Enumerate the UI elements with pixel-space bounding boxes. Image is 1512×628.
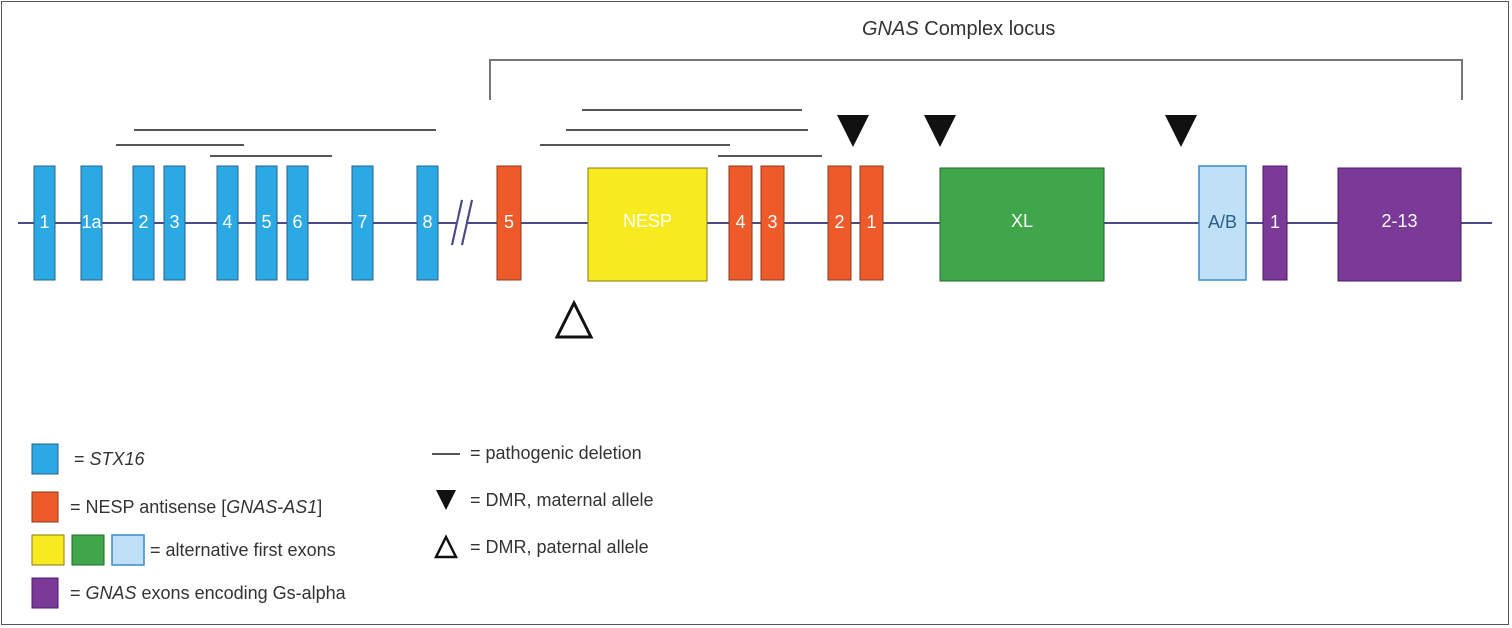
legend-swatch-xl [71, 534, 105, 566]
legend-swatch-stx16 [31, 443, 59, 475]
stx16-exon [286, 165, 309, 281]
stx16-exon [80, 165, 103, 281]
gnas-exon [1337, 167, 1462, 282]
stx16-exon [216, 165, 239, 281]
gnas-exon-label: 2-13 [1381, 211, 1418, 231]
nesp-antisense-exon [760, 165, 785, 281]
stx16-exon-label: 7 [357, 212, 368, 232]
nesp-antisense-exon-label: 2 [834, 212, 845, 232]
legend-paternal: = DMR, paternal allele [470, 537, 649, 557]
legend-paternal-marker [433, 534, 459, 559]
legend-alt-first-exons: = alternative first exons [150, 540, 336, 560]
ab-exon [1198, 165, 1247, 281]
stx16-exon [416, 165, 439, 281]
legend-swatch-gnas [31, 577, 59, 609]
stx16-exon-label: 5 [261, 212, 272, 232]
stx16-exon [351, 165, 374, 281]
stx16-exon-label: 1 [39, 212, 50, 232]
nesp-antisense-exon [859, 165, 884, 281]
stx16-exon-label: 3 [169, 212, 180, 232]
nesp-antisense-exon [496, 165, 522, 281]
stx16-exon-label: 2 [138, 212, 149, 232]
nesp-antisense-exon-label: 3 [767, 212, 778, 232]
stx16-exon-label: 1a [81, 212, 102, 232]
nesp-exon [587, 167, 708, 282]
legend-maternal-marker [436, 490, 456, 510]
legend-gnas: = GNAS exons encoding Gs-alpha [70, 583, 346, 603]
nesp-exon-label: NESP [622, 211, 673, 231]
legend-swatch-nesp-antisense [31, 491, 59, 523]
gnas-exon-label: 1 [1269, 212, 1280, 232]
xl-exon-label: XL [1010, 211, 1034, 231]
stx16-exon [132, 165, 155, 281]
stx16-exon-label: 6 [292, 212, 303, 232]
locus-title: GNAS Complex locus [862, 18, 1056, 40]
stx16-exon [255, 165, 278, 281]
maternal-dmr-marker [924, 115, 956, 147]
gnas-exon [1262, 165, 1288, 281]
nesp-antisense-exon [728, 165, 753, 281]
legend-swatch-ab [111, 534, 145, 566]
xl-exon [939, 167, 1105, 282]
nesp-antisense-exon [827, 165, 852, 281]
stx16-exon [33, 165, 56, 281]
paternal-dmr-marker [554, 299, 594, 339]
stx16-exon-label: 8 [422, 212, 433, 232]
nesp-antisense-exon-label: 4 [735, 212, 746, 232]
nesp-antisense-exon-label: 5 [503, 212, 514, 232]
legend-maternal: = DMR, maternal allele [470, 490, 654, 510]
maternal-dmr-marker [1165, 115, 1197, 147]
ab-exon-label: A/B [1207, 212, 1237, 232]
legend-deletion: = pathogenic deletion [470, 443, 642, 463]
legend-stx16: = STX16 [74, 449, 145, 469]
stx16-exon-label: 4 [222, 212, 233, 232]
locus-bracket [489, 59, 1463, 100]
maternal-dmr-marker [837, 115, 869, 147]
legend-swatch-nesp [31, 534, 65, 566]
nesp-antisense-exon-label: 1 [866, 212, 877, 232]
stx16-exon [163, 165, 186, 281]
legend-nesp-antisense: = NESP antisense [GNAS-AS1] [70, 497, 323, 517]
